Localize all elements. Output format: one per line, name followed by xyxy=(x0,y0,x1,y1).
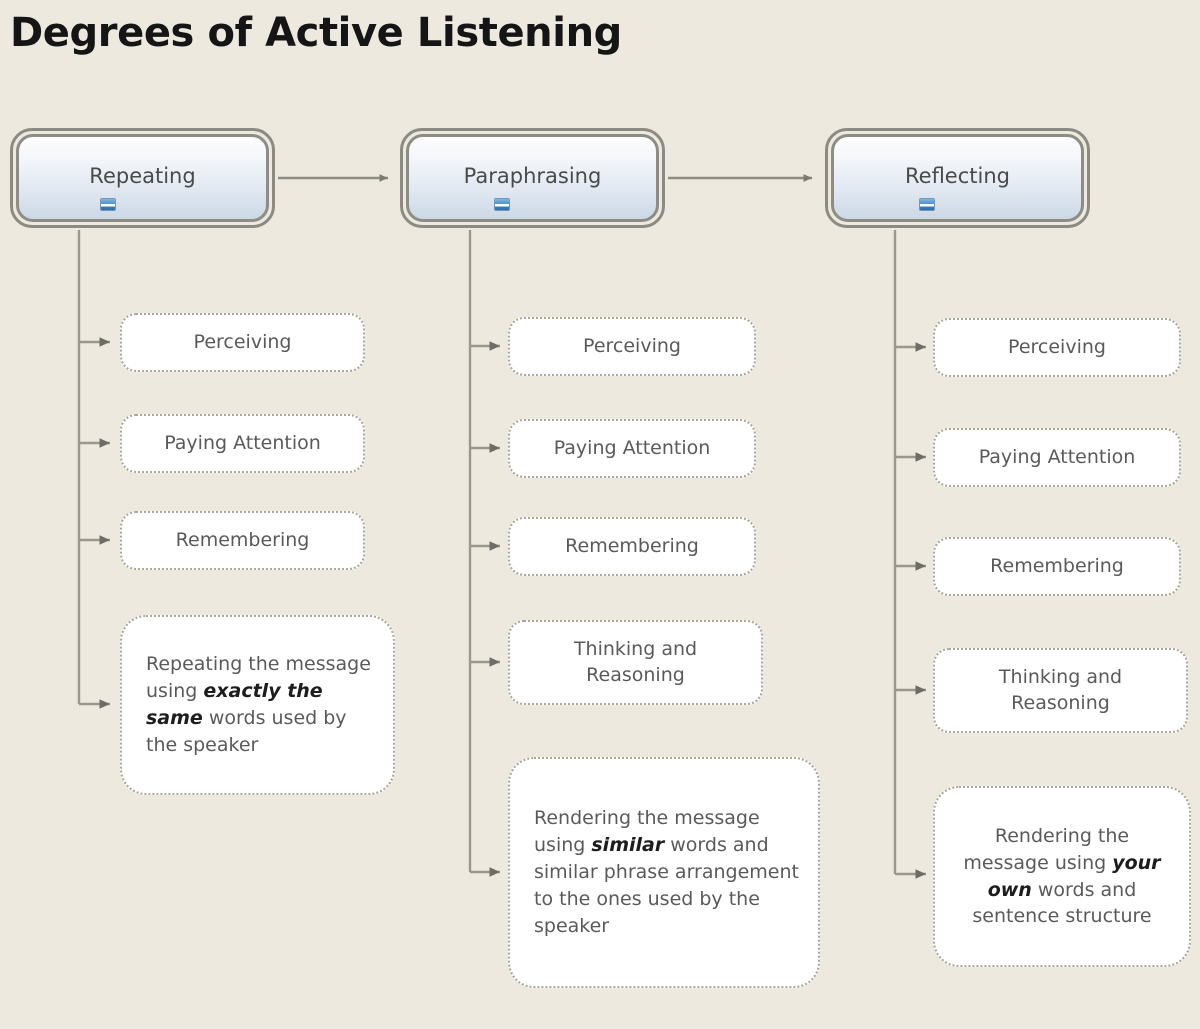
node-description-reflecting[interactable]: Rendering the message using your own wor… xyxy=(933,786,1191,967)
desc-part-emphasis: similar xyxy=(591,834,665,857)
node-thinking-and-reasoning-reflecting[interactable]: Thinking and Reasoning xyxy=(933,648,1188,733)
root-node-label: Paraphrasing xyxy=(463,164,602,189)
branch-lines-column-3 xyxy=(893,230,926,874)
node-label: Remembering xyxy=(565,534,699,557)
node-label: Perceiving xyxy=(193,330,292,353)
node-description-text: Rendering the message using similar word… xyxy=(510,805,818,940)
node-label: Remembering xyxy=(175,528,310,551)
node-perceiving-reflecting[interactable]: Perceiving xyxy=(933,318,1181,377)
node-label: Paying Attention xyxy=(978,445,1136,468)
desc-part-emphasis: your own xyxy=(987,851,1161,901)
branch-lines-column-2 xyxy=(468,230,500,872)
branch-lines-column-1 xyxy=(77,230,110,704)
desc-part-plain-2: words and similar phrase arrangement to … xyxy=(534,834,799,937)
root-node-body: Reflecting xyxy=(831,134,1084,222)
root-node-repeating[interactable]: Repeating xyxy=(10,128,275,228)
collapse-icon[interactable] xyxy=(100,199,115,210)
root-node-body: Repeating xyxy=(16,134,269,222)
node-label: Paying Attention xyxy=(553,436,711,459)
desc-part-plain-2: words used by the speaker xyxy=(146,707,347,756)
desc-part-plain-1: Repeating the message using xyxy=(146,653,371,703)
root-node-body: Paraphrasing xyxy=(406,134,659,222)
node-label: Perceiving xyxy=(1008,335,1106,358)
page-title: Degrees of Active Listening xyxy=(10,10,622,56)
node-remembering-reflecting[interactable]: Remembering xyxy=(933,537,1181,596)
node-remembering-paraphrasing[interactable]: Remembering xyxy=(508,517,756,576)
node-remembering-repeating[interactable]: Remembering xyxy=(120,511,365,570)
desc-part-plain-1: Rendering the message using xyxy=(963,824,1130,874)
node-perceiving-paraphrasing[interactable]: Perceiving xyxy=(508,317,756,376)
collapse-icon[interactable] xyxy=(494,199,509,210)
desc-part-plain-2: words and sentence structure xyxy=(972,878,1152,928)
node-description-text: Rendering the message using your own wor… xyxy=(935,823,1189,931)
node-paying-attention-repeating[interactable]: Paying Attention xyxy=(120,414,365,473)
node-label: Thinking and Reasoning xyxy=(998,666,1123,714)
node-label: Remembering xyxy=(990,554,1124,577)
node-label: Paying Attention xyxy=(164,431,321,454)
desc-part-plain-1: Rendering the message using xyxy=(534,807,760,857)
node-description-paraphrasing[interactable]: Rendering the message using similar word… xyxy=(508,757,820,988)
node-label: Perceiving xyxy=(583,334,681,357)
root-node-label: Repeating xyxy=(89,164,196,189)
root-node-paraphrasing[interactable]: Paraphrasing xyxy=(400,128,665,228)
desc-part-emphasis: exactly the same xyxy=(146,680,323,729)
node-paying-attention-paraphrasing[interactable]: Paying Attention xyxy=(508,419,756,478)
node-paying-attention-reflecting[interactable]: Paying Attention xyxy=(933,428,1181,487)
node-description-repeating[interactable]: Repeating the message using exactly the … xyxy=(120,615,395,795)
node-description-text: Repeating the message using exactly the … xyxy=(122,651,393,759)
node-perceiving-repeating[interactable]: Perceiving xyxy=(120,313,365,372)
node-label: Thinking and Reasoning xyxy=(573,638,698,686)
node-thinking-and-reasoning-paraphrasing[interactable]: Thinking and Reasoning xyxy=(508,620,763,705)
root-node-reflecting[interactable]: Reflecting xyxy=(825,128,1090,228)
collapse-icon[interactable] xyxy=(919,199,934,210)
root-node-label: Reflecting xyxy=(905,164,1010,189)
